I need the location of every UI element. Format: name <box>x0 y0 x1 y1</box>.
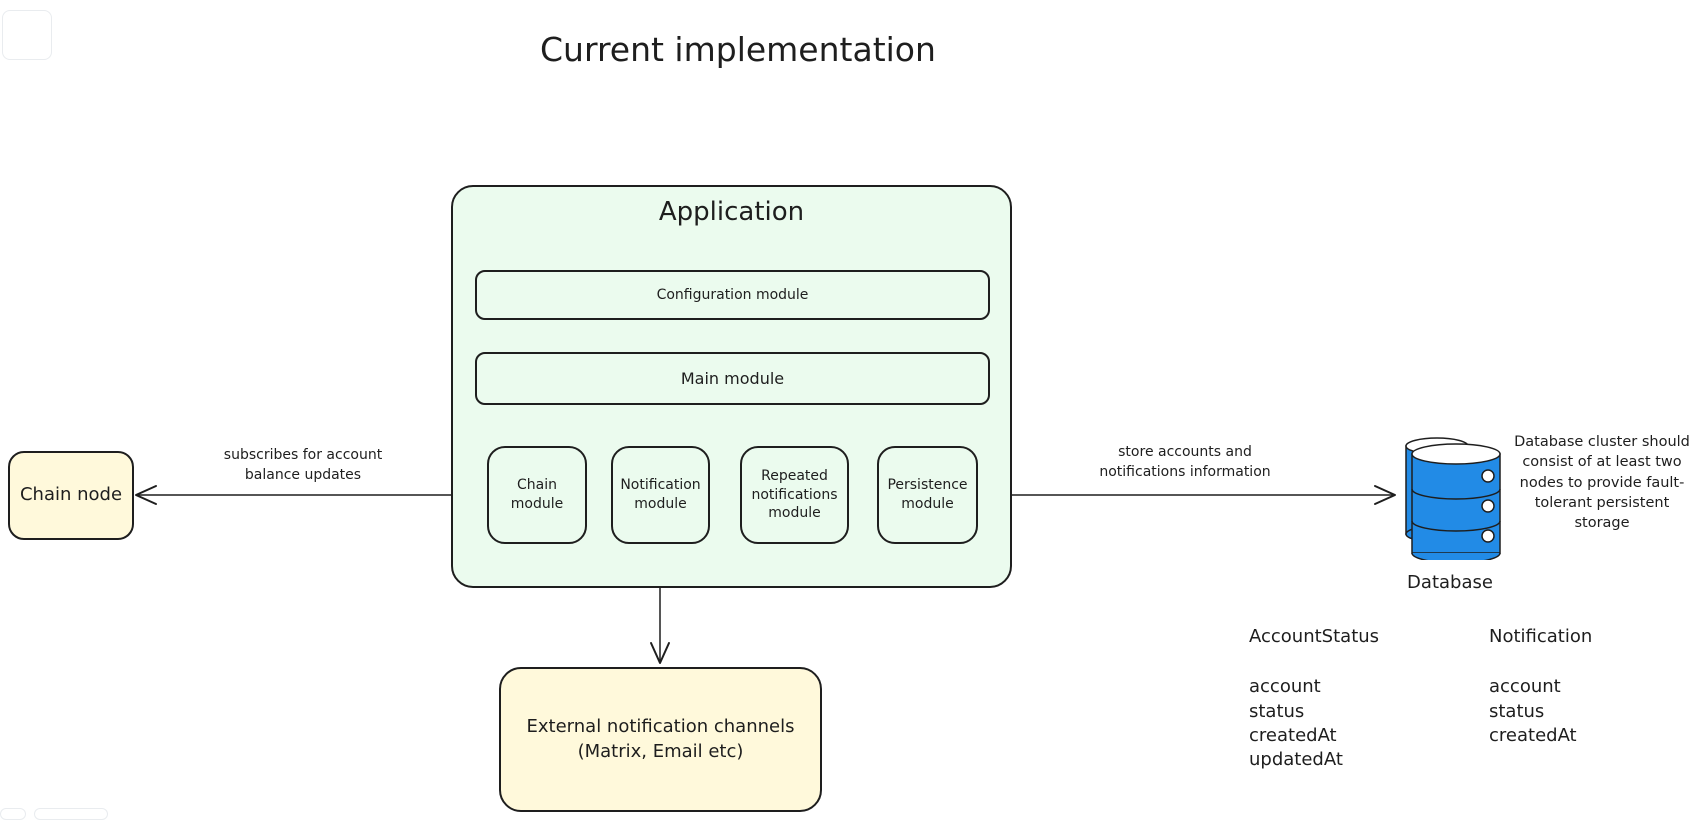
persistence-module: Persistence module <box>877 446 978 544</box>
notification-module: Notification module <box>611 446 710 544</box>
configuration-module-label: Configuration module <box>656 286 809 303</box>
external-channels-line1: External notification channels <box>526 716 795 738</box>
repeated-notifications-module: Repeated notifications module <box>740 446 849 544</box>
external-notification-channels: External notification channels (Matrix, … <box>499 667 822 812</box>
application-title: Application <box>658 197 805 227</box>
entity-title: Notification <box>1489 626 1593 647</box>
main-module: Main module <box>475 352 990 405</box>
external-channels-line2: (Matrix, Email etc) <box>577 740 744 762</box>
entity-field: status <box>1489 700 1545 722</box>
entity-account-status: AccountStatus account status createdAt u… <box>1249 625 1379 772</box>
chain-module: Chain module <box>487 446 587 544</box>
entity-field: account <box>1489 676 1561 698</box>
database-icon <box>1405 437 1501 560</box>
database-note: Database cluster should consist of at le… <box>1514 434 1690 532</box>
toolbar-placeholder <box>2 10 52 60</box>
persistence-module-label: Persistence module <box>887 477 968 512</box>
subscribe-edge-label: subscribes for account balance updates <box>223 447 383 483</box>
entity-field: account <box>1249 676 1321 698</box>
store-edge-label: store accounts and notifications informa… <box>1099 444 1271 480</box>
diagram-title: Current implementation <box>540 30 936 69</box>
database-label: Database <box>1407 572 1493 593</box>
chain-node: Chain node <box>8 451 134 540</box>
entity-title: AccountStatus <box>1249 626 1380 647</box>
entity-field: updatedAt <box>1249 749 1343 771</box>
entity-field: createdAt <box>1249 724 1337 746</box>
entity-field: status <box>1249 700 1305 722</box>
entity-notification: Notification account status createdAt <box>1489 625 1592 748</box>
repeated-notifications-module-label: Repeated notifications module <box>751 467 838 522</box>
entity-field: createdAt <box>1489 724 1577 746</box>
notification-module-label: Notification module <box>620 477 701 512</box>
main-module-label: Main module <box>680 368 785 388</box>
configuration-module: Configuration module <box>475 270 990 320</box>
chain-node-label: Chain node <box>19 484 123 506</box>
chain-module-label: Chain module <box>510 477 564 512</box>
